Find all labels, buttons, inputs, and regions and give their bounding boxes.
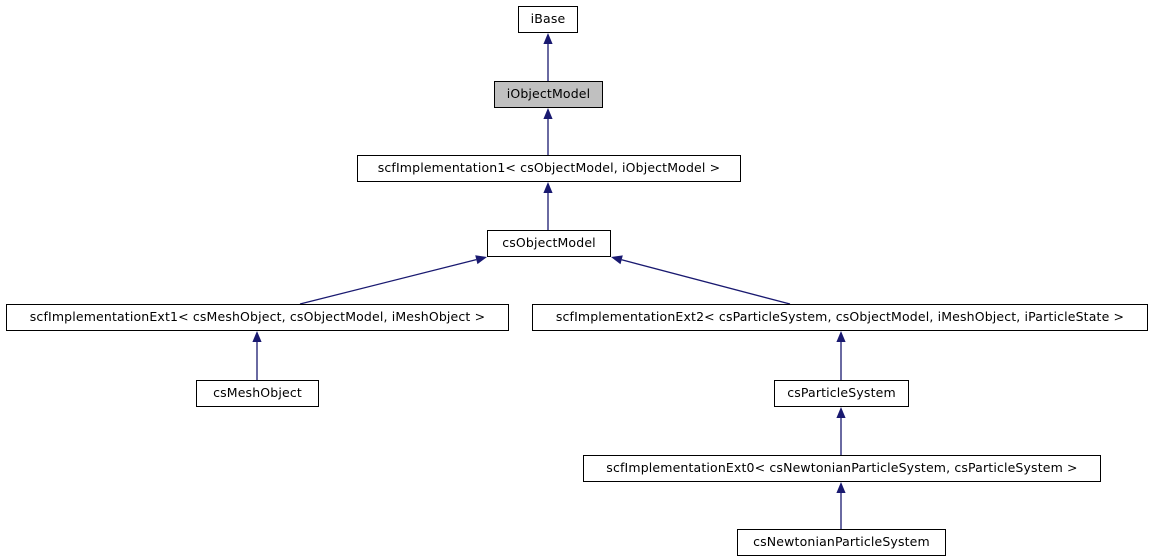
class-node-label: iObjectModel xyxy=(506,86,591,102)
class-node-label: scfImplementationExt0< csNewtonianPartic… xyxy=(606,460,1078,476)
inheritance-edge xyxy=(836,331,846,380)
class-node-csnewtonianparticlesystem[interactable]: csNewtonianParticleSystem xyxy=(737,529,946,556)
class-node-scfimplementation1[interactable]: scfImplementation1< csObjectModel, iObje… xyxy=(357,155,741,182)
class-node-label: scfImplementationExt1< csMeshObject, csO… xyxy=(29,309,486,325)
arrowhead-icon xyxy=(252,331,262,342)
inheritance-edge xyxy=(299,255,487,305)
arrowhead-icon xyxy=(611,255,623,265)
class-node-scfimplementationext2[interactable]: scfImplementationExt2< csParticleSystem,… xyxy=(532,304,1148,331)
inheritance-edge xyxy=(543,108,553,155)
arrowhead-icon xyxy=(836,482,846,493)
class-node-label: csMeshObject xyxy=(213,385,302,401)
class-node-csparticlesystem[interactable]: csParticleSystem xyxy=(774,380,909,407)
class-node-scfimplementationext1[interactable]: scfImplementationExt1< csMeshObject, csO… xyxy=(6,304,509,331)
class-node-label: scfImplementation1< csObjectModel, iObje… xyxy=(377,160,721,176)
arrowhead-icon xyxy=(836,407,846,418)
inheritance-edge xyxy=(543,33,553,81)
arrowhead-icon xyxy=(475,255,487,265)
arrowhead-icon xyxy=(543,108,553,119)
inheritance-edge xyxy=(836,407,846,455)
inheritance-edge xyxy=(543,182,553,230)
edge-line xyxy=(621,259,791,305)
class-node-ibase[interactable]: iBase xyxy=(518,6,578,33)
class-node-label: iBase xyxy=(530,11,566,27)
class-node-label: csObjectModel xyxy=(502,235,596,251)
inheritance-edge xyxy=(611,255,791,305)
class-node-label: scfImplementationExt2< csParticleSystem,… xyxy=(555,309,1125,325)
edge-line xyxy=(299,259,477,305)
class-node-label: csNewtonianParticleSystem xyxy=(753,534,930,550)
arrowhead-icon xyxy=(836,331,846,342)
inheritance-edge xyxy=(252,331,262,380)
inheritance-edge xyxy=(836,482,846,529)
class-node-scfimplementationext0[interactable]: scfImplementationExt0< csNewtonianPartic… xyxy=(583,455,1101,482)
arrowhead-icon xyxy=(543,33,553,44)
arrowhead-icon xyxy=(543,182,553,193)
class-node-csmeshobject[interactable]: csMeshObject xyxy=(196,380,319,407)
class-node-iobjectmodel[interactable]: iObjectModel xyxy=(494,81,603,108)
class-node-label: csParticleSystem xyxy=(787,385,896,401)
class-node-csobjectmodel[interactable]: csObjectModel xyxy=(487,230,611,257)
